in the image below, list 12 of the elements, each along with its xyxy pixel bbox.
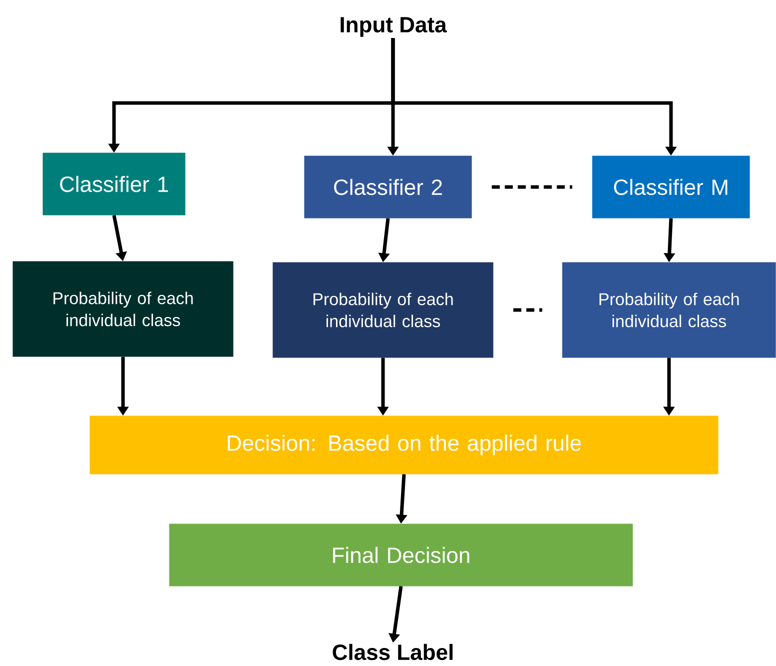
process-box: Classifier M	[592, 156, 750, 218]
process-box: Probability of each individual class	[12, 261, 234, 357]
process-box: Classifier 1	[42, 152, 186, 216]
process-box: Probability of each individual class	[272, 262, 494, 358]
output-label: Class Label	[332, 644, 453, 660]
process-box: Probability of each individual class	[562, 262, 776, 358]
process-box: Final Decision	[169, 524, 633, 586]
input-label: Input Data	[340, 17, 447, 37]
dashed-line	[513, 308, 542, 312]
process-box: Classifier 2	[304, 156, 472, 218]
dashed-line	[492, 185, 572, 189]
process-box: Decision: Based on the applied rule	[90, 416, 718, 474]
